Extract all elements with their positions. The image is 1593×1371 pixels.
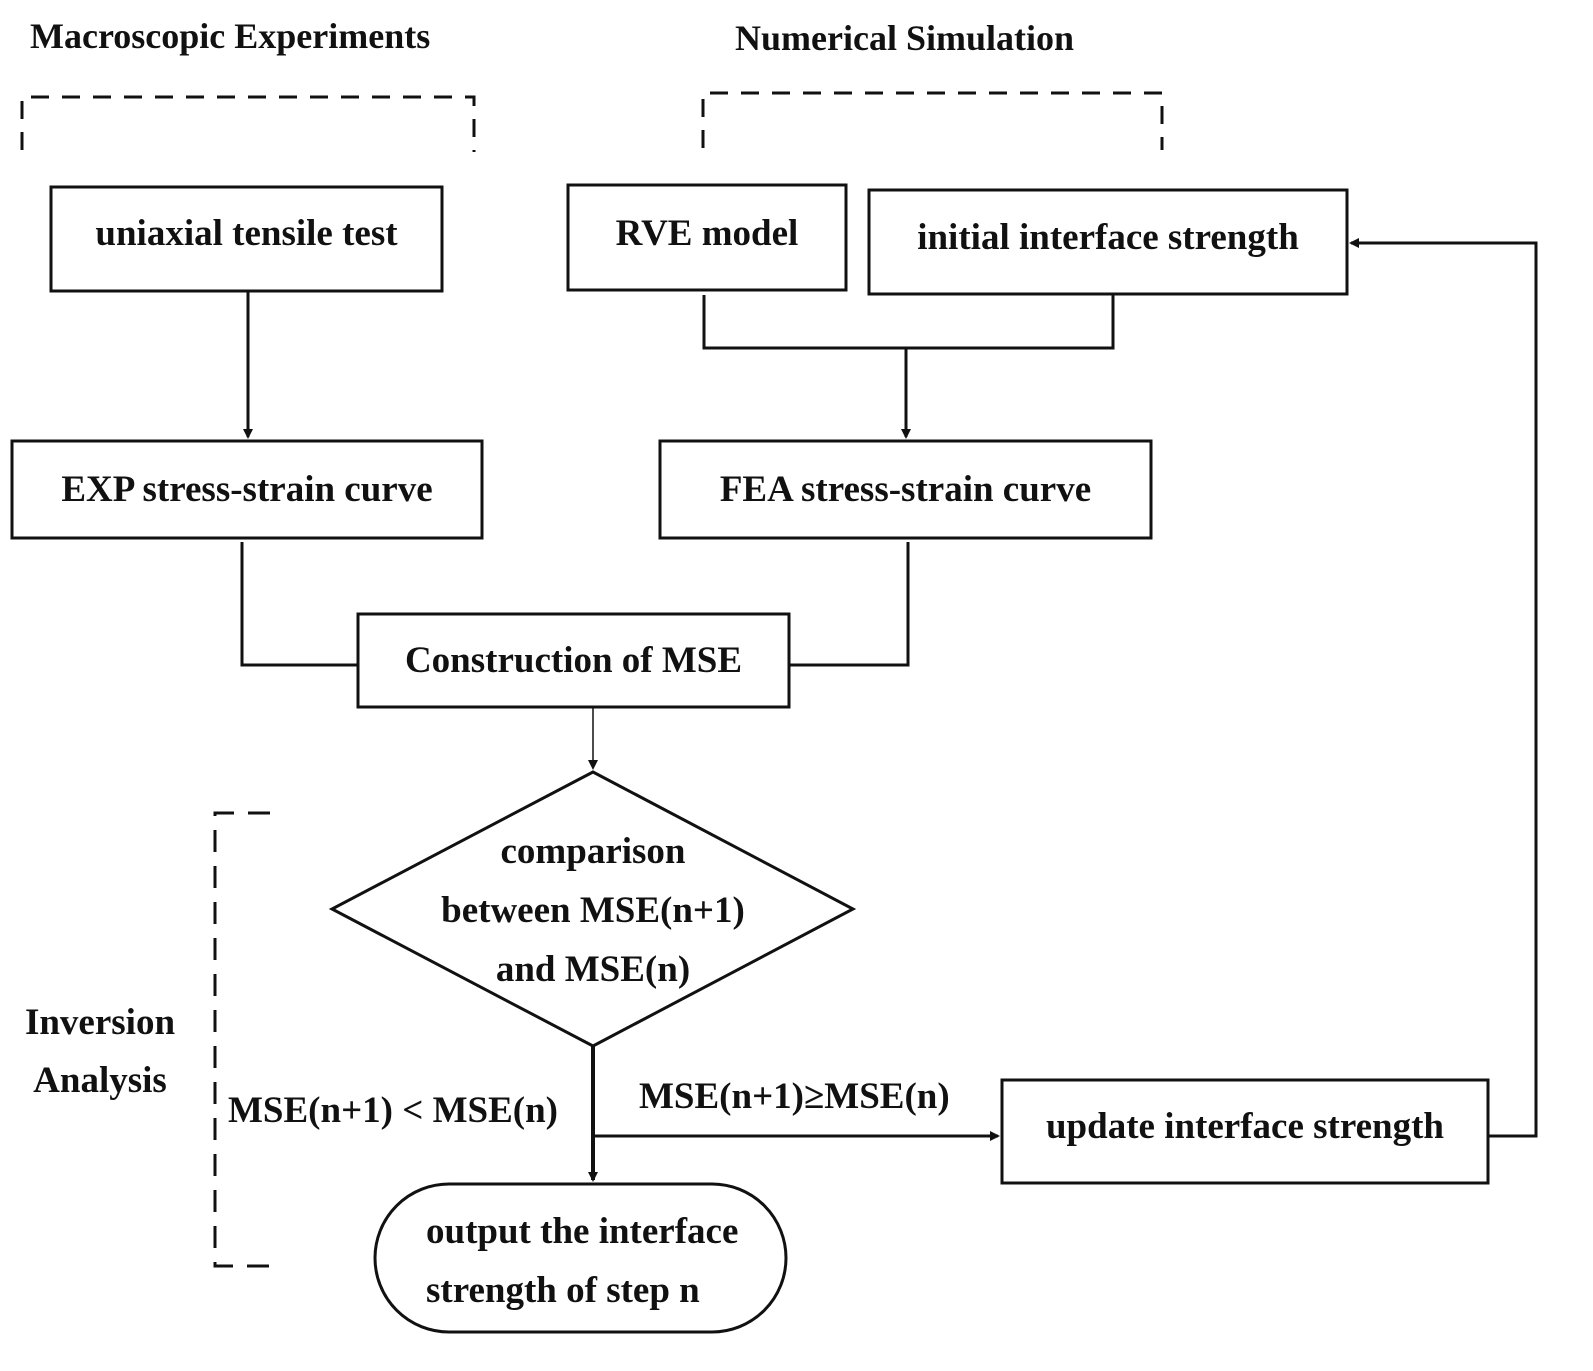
feedback-loop	[1349, 238, 1538, 1138]
comparison-label: comparison between MSE(n+1) and MSE(n)	[393, 822, 793, 999]
edge-label-less-than: MSE(n+1) < MSE(n)	[228, 1090, 558, 1131]
edge-label-greater-equal: MSE(n+1)≥MSE(n)	[639, 1076, 950, 1117]
simulation-bracket	[701, 91, 1164, 150]
exp-curve-box	[10, 439, 484, 540]
comparison-line2: between MSE(n+1)	[441, 890, 745, 931]
inversion-title-line1: Inversion	[24, 1002, 176, 1043]
update-strength-label: update interface strength	[1045, 1106, 1445, 1147]
exp-curve-label: EXP stress-strain curve	[61, 469, 433, 510]
inversion-title-line2: Analysis	[33, 1060, 167, 1101]
initial-strength-box	[867, 188, 1349, 296]
output-line2: strength of step n	[426, 1270, 700, 1311]
inversion-bracket	[213, 811, 270, 1268]
join-rve-initial	[702, 295, 1115, 350]
experiments-title: Macroscopic Experiments	[30, 16, 431, 56]
rve-model-label: RVE model	[615, 213, 799, 254]
rve-model-box	[566, 183, 848, 292]
inversion-analysis-title: Inversion Analysis	[12, 994, 188, 1110]
output-terminal	[373, 1182, 788, 1334]
simulation-title: Numerical Simulation	[735, 18, 1074, 58]
construction-mse-label: Construction of MSE	[404, 640, 743, 681]
update-strength-box	[1000, 1078, 1490, 1185]
tensile-test-label: uniaxial tensile test	[95, 213, 398, 254]
comparison-line3: and MSE(n)	[495, 949, 691, 990]
construction-mse-box	[356, 612, 791, 709]
comparison-line1: comparison	[500, 831, 686, 872]
line-fea-to-mse	[789, 542, 910, 667]
fea-curve-box	[658, 439, 1153, 540]
output-line1: output the interface	[426, 1211, 739, 1252]
fea-curve-label: FEA stress-strain curve	[719, 469, 1092, 510]
experiments-bracket	[20, 95, 476, 152]
initial-strength-label: initial interface strength	[917, 217, 1299, 258]
line-exp-to-mse	[240, 542, 358, 667]
output-label: output the interface strength of step n	[426, 1202, 771, 1320]
